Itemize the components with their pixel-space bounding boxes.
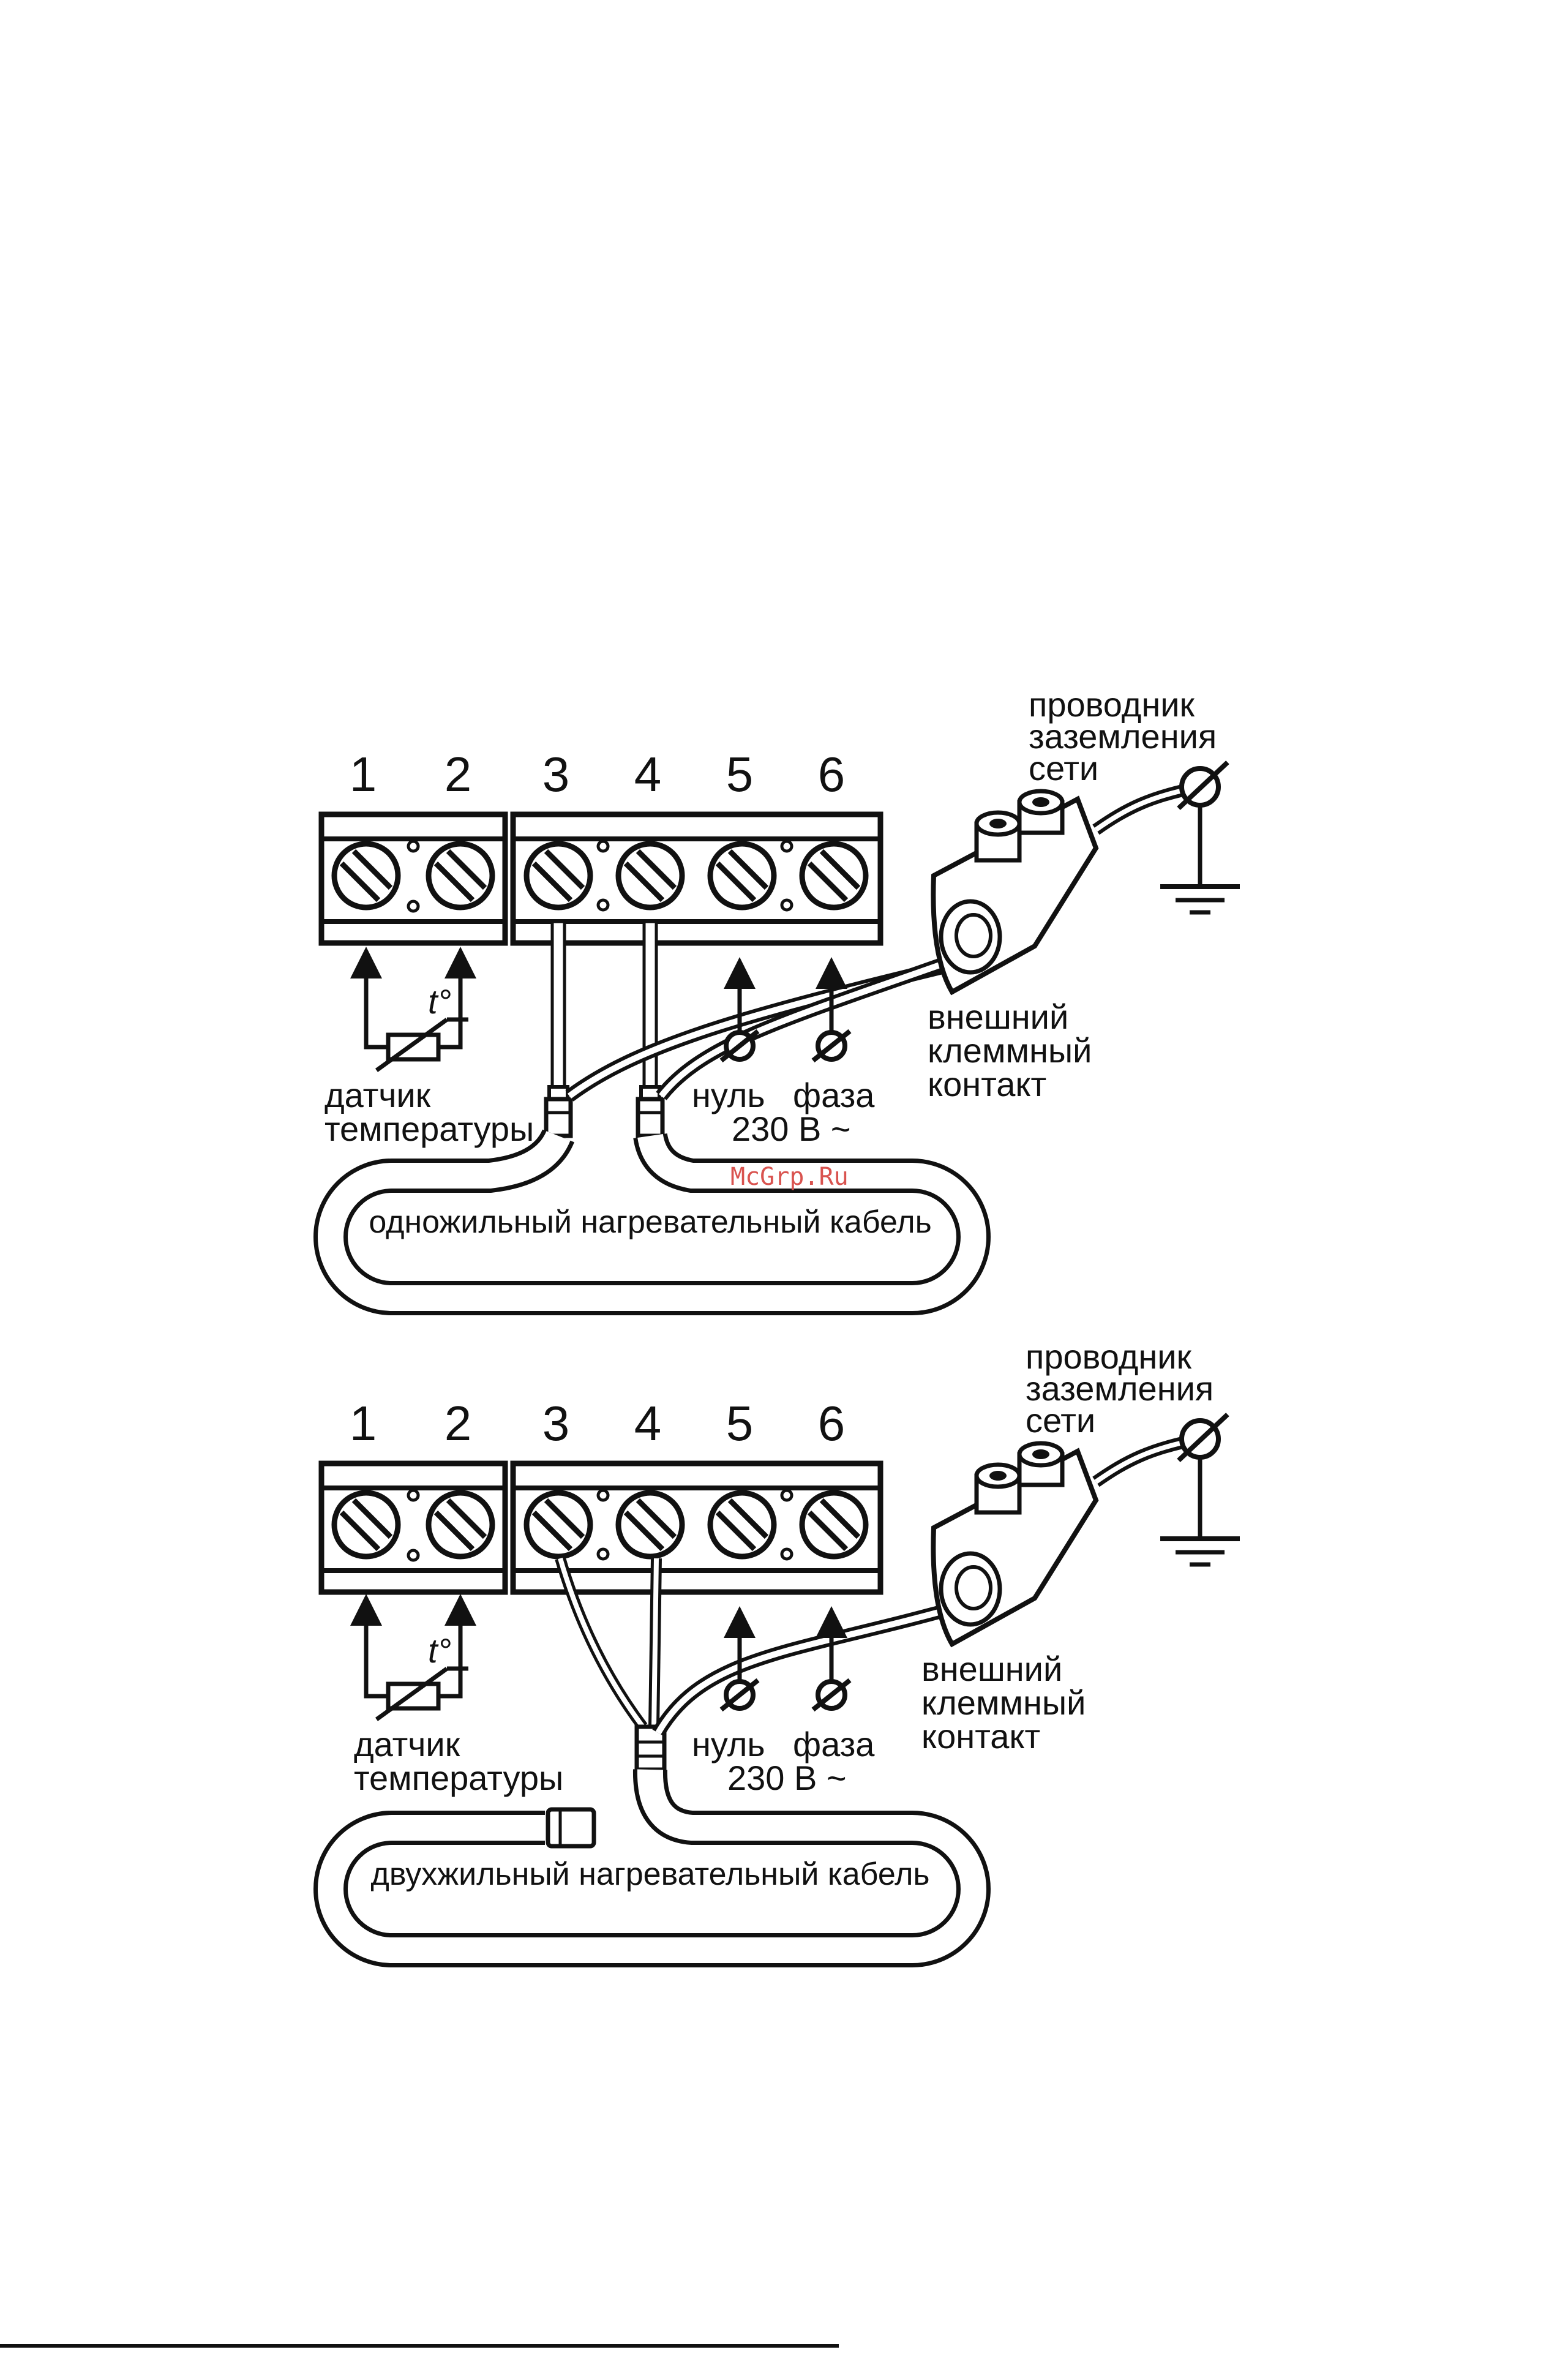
terminal-number-1: 1 [350,1396,377,1451]
heating-cable-leads [546,922,662,1136]
sensor-label-line2: температуры [354,1759,563,1797]
screw-terminal-4 [618,1493,682,1557]
terminal-number-5: 5 [726,1396,754,1451]
external-clamp: внешний клеммный контакт [928,791,1096,1103]
terminal-number-2: 2 [445,747,472,802]
terminal-number-6: 6 [818,1396,846,1451]
arrow-terminal-2-icon [445,1594,476,1626]
phase-label: фаза [793,1725,875,1763]
screw-terminal-6 [802,844,866,907]
terminal-number-3: 3 [542,747,570,802]
terminal-number-4: 4 [634,747,662,802]
screw-terminal-3 [527,844,590,907]
cable-label: двухжильный нагревательный кабель [370,1857,929,1892]
temperature-sensor: t° датчик температуры [350,1594,563,1797]
terminal-block-sensor [321,1463,505,1592]
clamp-label-line2: клеммный [921,1683,1086,1722]
cable-label: одножильный нагревательный кабель [369,1204,931,1240]
screw-terminal-2 [429,844,492,907]
terminal-block-power [513,814,880,943]
clamp-label-line1: внешний [928,997,1068,1036]
screw-terminal-4 [618,844,682,907]
phase-terminal-icon [813,1680,850,1710]
terminal-number-4: 4 [634,1396,662,1451]
terminal-number-3: 3 [542,1396,570,1451]
ground-label-line3: сети [1026,1401,1095,1440]
ground-label-line3: сети [1029,749,1098,787]
arrow-terminal-1-icon [350,947,382,978]
arrow-terminal-5-icon [724,1606,756,1638]
cable-joint-right [638,1099,662,1136]
neutral-label: нуль [692,1076,765,1114]
sensor-label-line2: температуры [324,1110,534,1148]
external-clamp: внешний клеммный контакт [921,1443,1096,1756]
terminal-number-2: 2 [445,1396,472,1451]
heating-cable-loop: одножильный нагревательный кабель [331,1136,973,1298]
arrow-terminal-1-icon [350,1594,382,1626]
screw-terminal-2 [429,1493,492,1557]
arrow-terminal-5-icon [724,957,756,989]
diagram-2: 1 2 3 4 5 6 [321,1337,1240,1950]
screw-terminal-5 [710,1493,774,1557]
thermistor-symbol: t° [428,982,451,1021]
arrow-terminal-2-icon [445,947,476,978]
screw-terminal-1 [334,1493,398,1557]
sensor-label-line1: датчик [324,1076,431,1114]
watermark: McGrp.Ru [730,1163,849,1191]
terminal-block-sensor [321,814,505,943]
temperature-sensor: t° датчик температуры [324,947,534,1148]
neutral-terminal-icon [721,1031,758,1061]
diagram-1: 1 2 3 4 5 6 [321,685,1240,1298]
terminal-number-6: 6 [818,747,846,802]
clamp-label-line2: клеммный [928,1031,1092,1070]
voltage-label: 230 В ~ [727,1759,847,1797]
cable-joint-left [546,1099,571,1136]
phase-terminal-icon [813,1031,850,1061]
screw-terminal-1 [334,844,398,907]
cable-end-cap [548,1809,594,1846]
thermistor-symbol: t° [428,1631,451,1670]
terminal-number-5: 5 [726,747,754,802]
screw-terminal-3 [527,1493,590,1557]
phase-label: фаза [793,1076,875,1114]
screw-terminal-5 [710,844,774,907]
screw-terminal-6 [802,1493,866,1557]
neutral-label: нуль [692,1725,765,1763]
clamp-label-line3: контакт [921,1717,1040,1756]
clamp-label-line1: внешний [921,1650,1062,1688]
clamp-label-line3: контакт [928,1065,1046,1103]
terminal-number-1: 1 [350,747,377,802]
arrow-terminal-6-icon [816,1606,847,1638]
arrow-terminal-6-icon [816,957,847,989]
sensor-label-line1: датчик [354,1725,460,1763]
voltage-label: 230 В ~ [732,1110,851,1148]
neutral-terminal-icon [721,1680,758,1710]
